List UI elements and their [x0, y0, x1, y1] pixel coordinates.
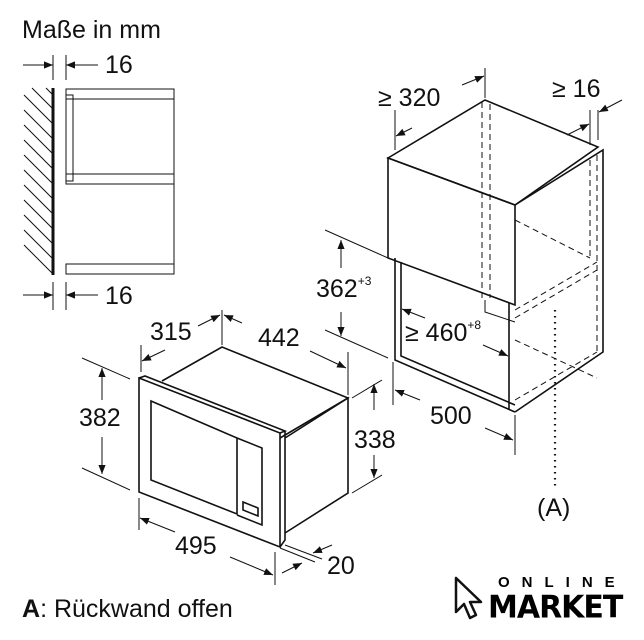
side-view	[23, 55, 175, 310]
appliance-width-dim: 495	[175, 532, 217, 560]
wall-hatch	[23, 87, 55, 275]
side-top-dim: 16	[105, 51, 133, 79]
appliance-height-dim: 382	[79, 404, 121, 432]
frame-depth-dim: 20	[327, 552, 355, 580]
side-bottom-dim: 16	[105, 282, 133, 310]
cabinet-width-dim: ≥ 320	[378, 84, 441, 112]
appliance-depth-dim: 315	[150, 318, 192, 346]
cabinet-niche-dim: ≥ 460+8	[405, 318, 482, 347]
cursor-icon	[454, 576, 483, 620]
cabinet-drawing	[324, 68, 623, 490]
rear-open-marker: (A)	[537, 494, 571, 522]
logo-line1: ONLINE	[498, 574, 627, 591]
height-tolerance: +3	[357, 274, 372, 288]
appliance-body-width-dim: 442	[258, 324, 300, 352]
units-title: Maße in mm	[22, 16, 161, 44]
legend-text: : Rückwand offen	[40, 595, 233, 623]
legend-key: A	[22, 595, 41, 623]
cabinet-height-dim: 362+3	[316, 274, 372, 303]
logo-line2: MARKET	[488, 589, 623, 626]
niche-value: ≥ 460	[405, 319, 468, 347]
appliance-body-height-dim: 338	[354, 426, 396, 454]
online-market-logo: ONLINE MARKET	[452, 574, 632, 626]
microwave-drawing	[81, 310, 383, 585]
height-value: 362	[316, 275, 358, 303]
niche-tolerance: +8	[467, 318, 482, 332]
cabinet-depth-dim: 500	[430, 402, 472, 430]
cabinet-side-dim: ≥ 16	[552, 75, 601, 103]
legend: A: Rückwand offen	[22, 597, 233, 622]
